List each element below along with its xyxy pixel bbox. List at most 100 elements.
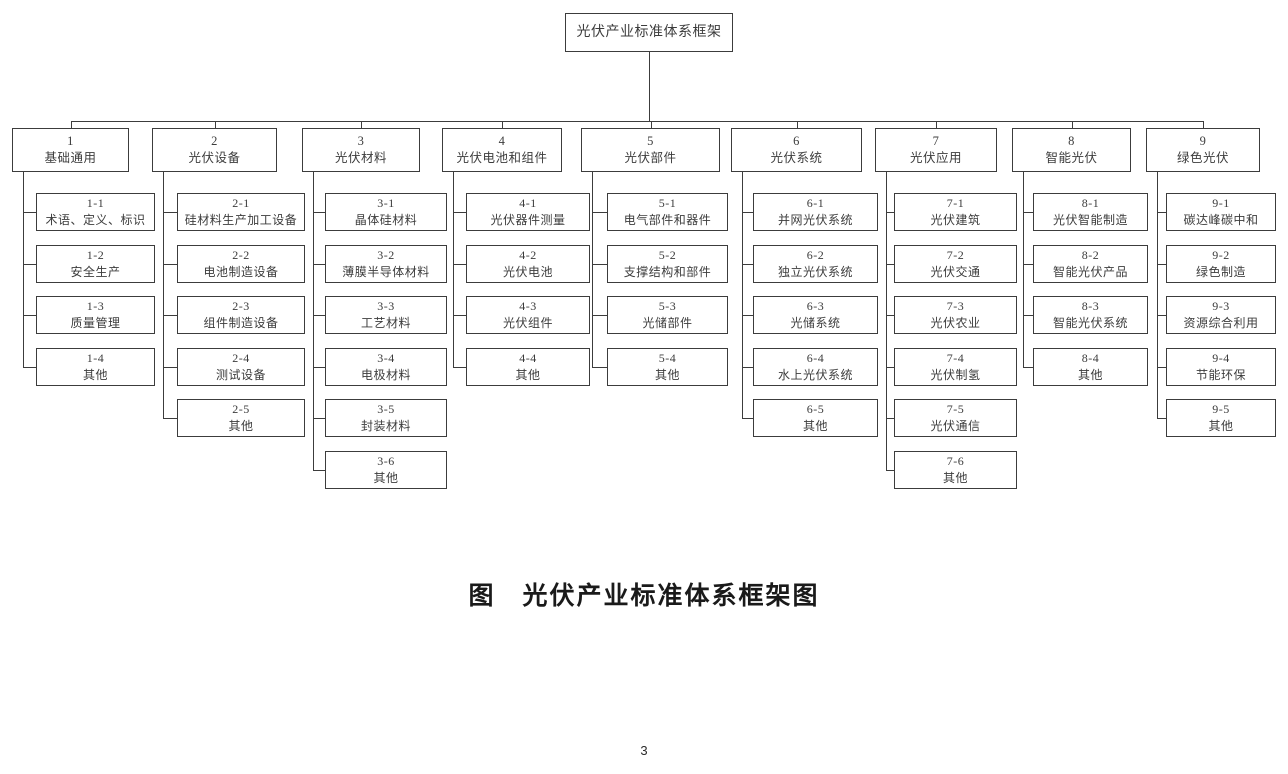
diagram-root-box: 光伏产业标准体系框架 bbox=[565, 13, 733, 52]
connector-child-tick bbox=[1157, 418, 1166, 419]
connector-child-tick bbox=[1157, 264, 1166, 265]
node-id: 9 bbox=[1199, 134, 1207, 148]
connector-child-tick bbox=[163, 418, 177, 419]
node-id: 1-2 bbox=[86, 248, 105, 262]
node-id: 6-5 bbox=[806, 402, 825, 416]
connector-parent-tick bbox=[1203, 121, 1204, 128]
node-label: 光伏智能制造 bbox=[1052, 213, 1128, 227]
node-label: 组件制造设备 bbox=[203, 316, 279, 330]
connector-child-tick bbox=[1023, 315, 1033, 316]
node-label: 光伏材料 bbox=[334, 151, 387, 165]
node-label: 智能光伏 bbox=[1045, 151, 1098, 165]
node-3-6: 3-6 其他 bbox=[325, 451, 447, 489]
node-id: 4-1 bbox=[519, 196, 537, 210]
node-id: 8-3 bbox=[1081, 299, 1100, 313]
connector-child-tick bbox=[1023, 367, 1033, 368]
connector-child-tick bbox=[23, 264, 36, 265]
connector-spine bbox=[453, 172, 454, 368]
node-6-4: 6-4 水上光伏系统 bbox=[753, 348, 878, 386]
connector-spine bbox=[886, 172, 887, 471]
node-id: 1-4 bbox=[86, 351, 105, 365]
node-id: 8-4 bbox=[1081, 351, 1100, 365]
node-label: 绿色制造 bbox=[1195, 265, 1246, 279]
node-label: 水上光伏系统 bbox=[777, 368, 853, 382]
node-label: 绿色光伏 bbox=[1176, 151, 1229, 165]
connector-parent-tick bbox=[71, 121, 72, 128]
connector-parent-tick bbox=[797, 121, 798, 128]
node-id: 9-3 bbox=[1212, 299, 1230, 313]
connector-child-tick bbox=[886, 212, 894, 213]
connector-child-tick bbox=[453, 315, 466, 316]
node-id: 3-2 bbox=[377, 248, 395, 262]
connector-child-tick bbox=[886, 315, 894, 316]
node-label: 独立光伏系统 bbox=[777, 265, 853, 279]
node-label: 基础通用 bbox=[44, 151, 97, 165]
node-2-2: 2-2 电池制造设备 bbox=[177, 245, 305, 283]
connector-parent-tick bbox=[502, 121, 503, 128]
node-label: 并网光伏系统 bbox=[777, 213, 853, 227]
node-id: 6-4 bbox=[806, 351, 825, 365]
node-label: 节能环保 bbox=[1195, 368, 1246, 382]
node-id: 1 bbox=[67, 134, 74, 148]
connector-spine bbox=[163, 172, 164, 419]
node-id: 7-6 bbox=[946, 454, 965, 468]
node-label: 智能光伏产品 bbox=[1052, 265, 1128, 279]
node-id: 3-6 bbox=[377, 454, 395, 468]
connector-child-tick bbox=[742, 367, 753, 368]
connector-child-tick bbox=[313, 418, 325, 419]
node-label: 光伏设备 bbox=[188, 151, 241, 165]
connector-child-tick bbox=[742, 264, 753, 265]
connector-spine bbox=[313, 172, 314, 471]
diagram-root-label: 光伏产业标准体系框架 bbox=[576, 24, 722, 40]
connector-child-tick bbox=[592, 367, 607, 368]
node-label: 资源综合利用 bbox=[1183, 316, 1259, 330]
node-id: 4-4 bbox=[519, 351, 537, 365]
connector-parent-tick bbox=[361, 121, 362, 128]
node-id: 5-1 bbox=[658, 196, 677, 210]
connector-child-tick bbox=[313, 470, 325, 471]
node-id: 3-1 bbox=[377, 196, 395, 210]
node-id: 2-2 bbox=[232, 248, 250, 262]
connector-parent-tick bbox=[651, 121, 652, 128]
node-label: 光伏电池 bbox=[502, 265, 553, 279]
connector-child-tick bbox=[1023, 264, 1033, 265]
node-label: 封装材料 bbox=[360, 419, 411, 433]
node-label: 质量管理 bbox=[70, 316, 121, 330]
node-id: 6-1 bbox=[806, 196, 825, 210]
connector-child-tick bbox=[886, 367, 894, 368]
node-label: 其他 bbox=[654, 368, 680, 382]
node-1: 1 基础通用 bbox=[12, 128, 129, 172]
node-label: 其他 bbox=[373, 471, 399, 485]
node-label: 光伏部件 bbox=[624, 151, 677, 165]
node-id: 5-3 bbox=[658, 299, 677, 313]
node-id: 9-5 bbox=[1212, 402, 1230, 416]
node-label: 其他 bbox=[1208, 419, 1234, 433]
node-id: 3-4 bbox=[377, 351, 395, 365]
node-label: 光伏电池和组件 bbox=[456, 151, 548, 165]
node-id: 7-1 bbox=[946, 196, 965, 210]
connector-child-tick bbox=[453, 367, 466, 368]
connector-child-tick bbox=[313, 264, 325, 265]
node-label: 电气部件和器件 bbox=[623, 213, 712, 227]
connector-child-tick bbox=[163, 315, 177, 316]
node-label: 电池制造设备 bbox=[203, 265, 279, 279]
node-label: 光伏交通 bbox=[930, 265, 981, 279]
node-id: 7-4 bbox=[946, 351, 965, 365]
node-id: 1-1 bbox=[86, 196, 105, 210]
node-label: 光储系统 bbox=[790, 316, 841, 330]
